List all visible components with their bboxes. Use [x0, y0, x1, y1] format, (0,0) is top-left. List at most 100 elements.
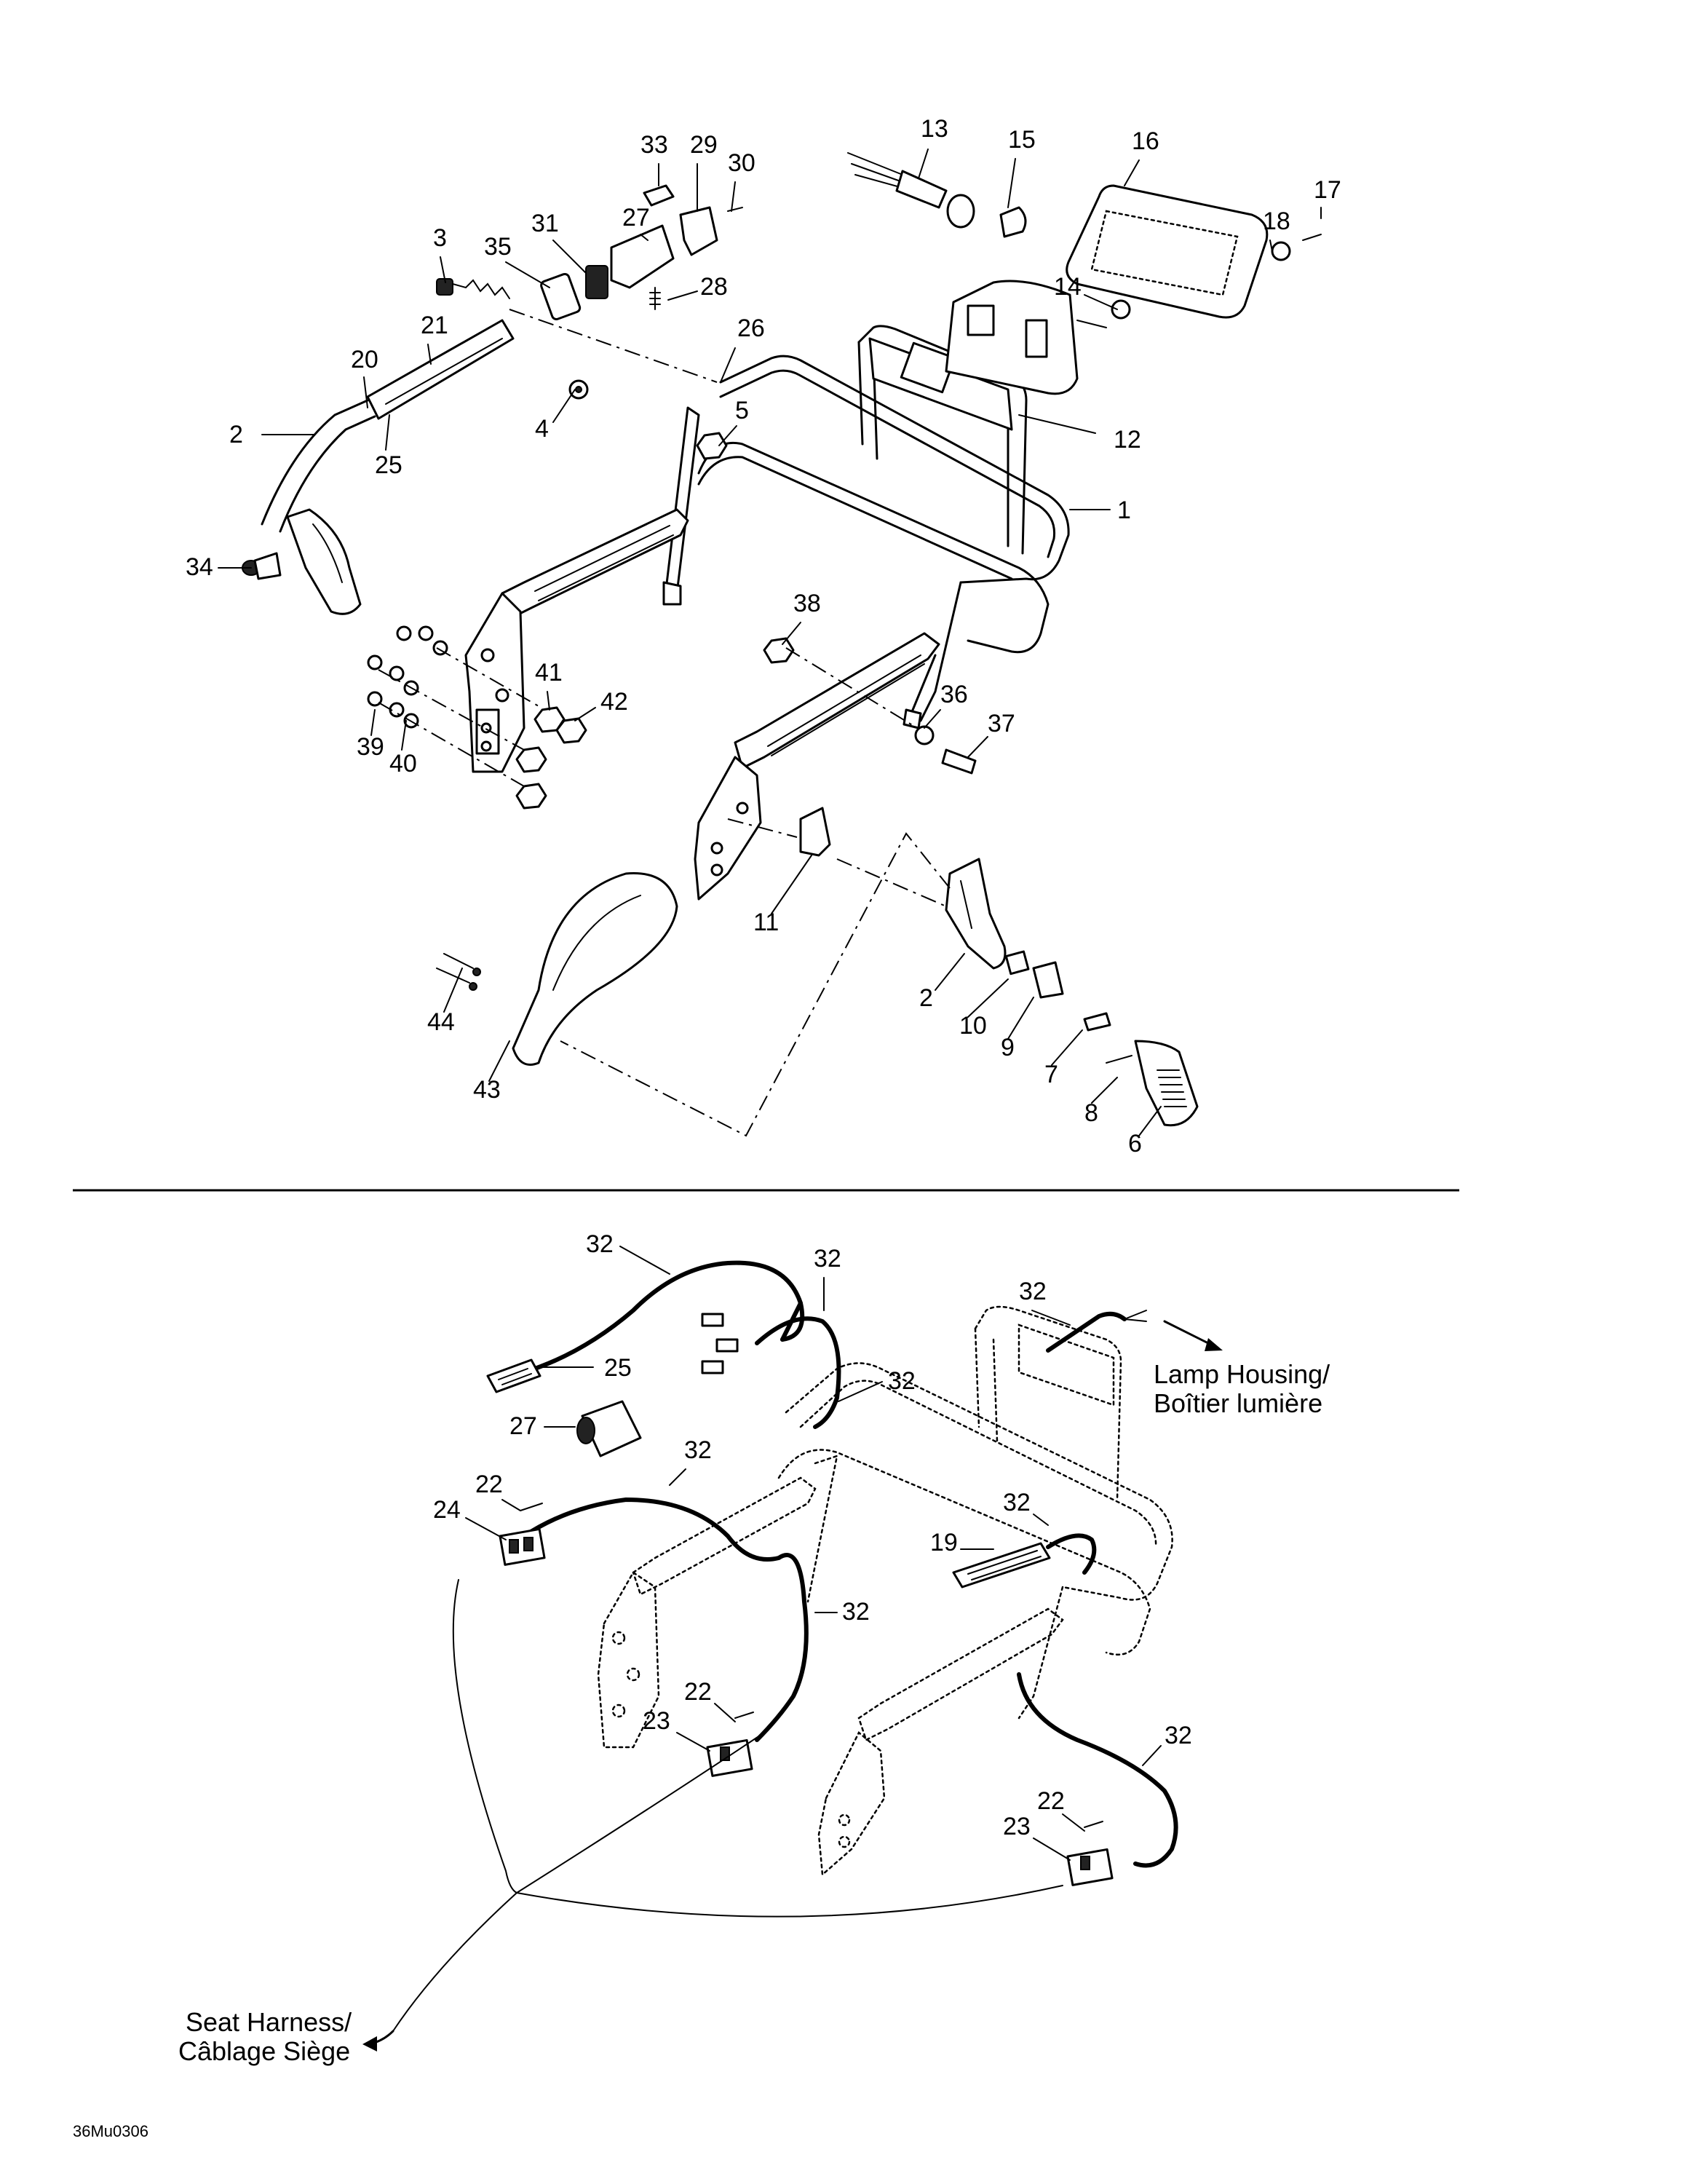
part-number-upper-16: 20 [351, 346, 378, 373]
leader-line-upper-7 [1269, 240, 1273, 252]
leader-line-upper-10 [552, 240, 587, 274]
part-number-lower-1: 32 [814, 1245, 841, 1273]
part-number-lower-7: 22 [475, 1471, 503, 1498]
lower-wiring-view [362, 1260, 1223, 2052]
part-number-upper-4: 15 [1008, 126, 1036, 154]
part-number-upper-29: 39 [357, 733, 384, 761]
part-number-upper-15: 21 [421, 312, 448, 339]
leader-line-upper-14 [720, 347, 736, 383]
part-number-upper-36: 44 [427, 1008, 455, 1036]
leader-line-upper-9 [505, 261, 550, 288]
leader-line-lower-15 [1062, 1813, 1085, 1832]
part-number-upper-24: 38 [793, 590, 821, 617]
leader-line-upper-25 [547, 691, 550, 711]
leader-line-upper-31 [771, 855, 812, 914]
part-number-upper-26: 42 [600, 688, 628, 716]
left-handle [242, 319, 515, 615]
leader-line-upper-34 [1007, 997, 1034, 1040]
part-number-lower-6: 32 [684, 1436, 712, 1464]
upper-exploded-view [242, 152, 1322, 1137]
leader-line-lower-14 [1142, 1745, 1162, 1766]
leader-line-upper-27 [924, 709, 941, 729]
part-number-upper-25: 41 [535, 659, 563, 687]
leader-line-upper-26 [574, 707, 596, 721]
leader-line-upper-24 [782, 622, 801, 645]
right-lower-parts [799, 807, 1199, 1127]
leader-line-upper-28 [967, 736, 988, 758]
leader-line-upper-29 [370, 709, 376, 736]
leader-line-upper-11 [640, 234, 648, 241]
part-number-upper-7: 18 [1263, 207, 1290, 235]
alignment-lines [378, 309, 951, 1137]
leader-line-upper-5 [1124, 159, 1140, 186]
leader-line-upper-19 [552, 389, 576, 423]
switch-assembly [540, 184, 743, 320]
part-number-lower-13: 23 [643, 1707, 670, 1735]
leader-line-upper-13 [1084, 294, 1118, 310]
part-number-upper-33: 10 [959, 1012, 987, 1040]
part-number-lower-15: 22 [1037, 1787, 1065, 1815]
seat-harness-caption-fr: Câblage Siège [178, 2036, 350, 2066]
leader-line-upper-20 [718, 425, 737, 446]
part-number-upper-30: 40 [389, 750, 417, 778]
leader-line-upper-21 [1018, 414, 1096, 434]
part-number-upper-5: 16 [1132, 127, 1159, 155]
part-number-upper-3: 13 [921, 115, 948, 143]
part-number-upper-19: 4 [535, 415, 549, 443]
leader-line-upper-2 [731, 181, 736, 212]
leader-line-lower-13 [676, 1732, 710, 1752]
part-number-lower-12: 22 [684, 1678, 712, 1706]
part-number-upper-38: 8 [1084, 1099, 1098, 1127]
leader-line-lower-12 [714, 1703, 736, 1722]
part-number-lower-14: 32 [1165, 1722, 1192, 1749]
leader-line-upper-16 [363, 376, 368, 408]
part-number-upper-32: 2 [919, 984, 933, 1012]
switch-27 [576, 1400, 642, 1457]
right-side-rail [694, 632, 940, 901]
leader-line-upper-15 [427, 344, 432, 365]
part-number-lower-9: 32 [1003, 1489, 1031, 1516]
leader-line-upper-3 [918, 149, 929, 179]
connector-23-left [706, 1712, 754, 1777]
part-number-upper-34: 9 [1001, 1034, 1015, 1061]
connector-25-female [486, 1313, 739, 1393]
leader-line-upper-37 [488, 1040, 510, 1082]
lamp-housing-caption-fr: Boîtier lumière [1154, 1388, 1322, 1418]
part-number-upper-2: 30 [728, 149, 755, 177]
part-number-upper-12: 28 [700, 273, 728, 301]
leader-line-lower-8 [465, 1517, 507, 1540]
connector-19 [952, 1542, 1051, 1588]
part-number-upper-0: 33 [640, 131, 668, 159]
seat-harness-lines [392, 1579, 1063, 2032]
nut-5 [696, 432, 728, 460]
seat-harness-caption-en: Seat Harness/ [186, 2007, 352, 2037]
part-number-upper-27: 36 [940, 681, 968, 708]
part-number-upper-9: 35 [484, 233, 512, 261]
hand-guard [436, 872, 678, 1066]
leader-line-lower-16 [1033, 1837, 1071, 1861]
leader-line-upper-30 [401, 720, 407, 751]
part-number-lower-4: 32 [888, 1367, 916, 1395]
leader-line-upper-33 [967, 978, 1009, 1018]
lamp-housing-caption-en: Lamp Housing/ [1154, 1359, 1330, 1389]
part-number-upper-28: 37 [988, 710, 1015, 737]
part-number-lower-3: 25 [604, 1354, 632, 1382]
leader-line-lower-6 [669, 1468, 686, 1486]
leader-line-upper-8 [440, 256, 446, 283]
part-number-upper-11: 27 [622, 204, 650, 232]
left-side-rail [464, 508, 689, 773]
part-number-lower-8: 24 [433, 1496, 461, 1524]
leader-line-upper-18 [385, 414, 390, 451]
leader-line-upper-36 [443, 968, 463, 1013]
leader-line-upper-39 [1138, 1106, 1162, 1136]
part-number-lower-2: 32 [1019, 1278, 1047, 1305]
part-number-lower-5: 27 [509, 1412, 537, 1440]
nut-38 [763, 637, 795, 664]
part-number-upper-8: 3 [433, 224, 447, 252]
part-number-lower-11: 32 [842, 1598, 870, 1626]
figure-reference: 36Mu0306 [73, 2122, 148, 2140]
bolt-and-spring [436, 278, 510, 299]
leader-line-upper-4 [1007, 158, 1016, 208]
